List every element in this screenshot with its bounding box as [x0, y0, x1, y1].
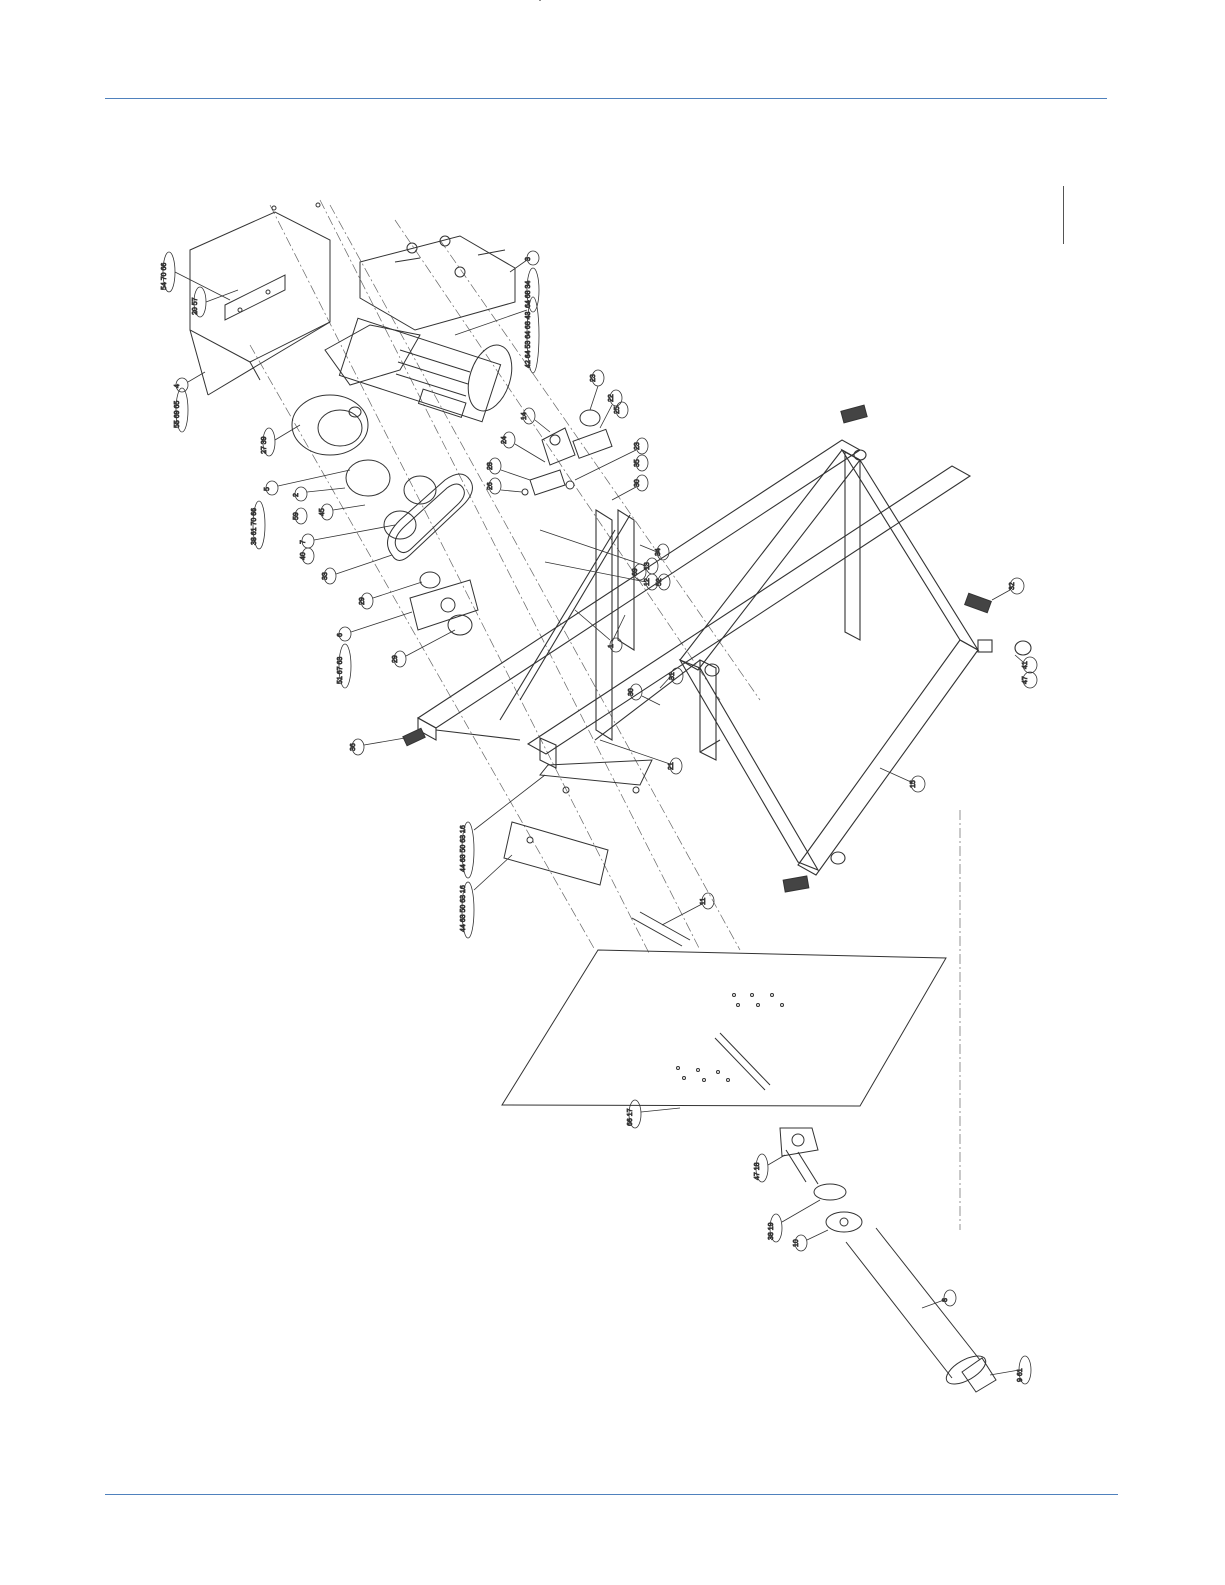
callout-24: 24	[501, 432, 545, 462]
svg-text:28: 28	[487, 462, 494, 470]
svg-text:31: 31	[669, 672, 676, 680]
svg-text:5: 5	[264, 487, 271, 491]
svg-text:44 63 50 63 16: 44 63 50 63 16	[460, 825, 467, 872]
callout-26: 26	[487, 478, 522, 494]
callout-11: 11	[662, 893, 714, 925]
svg-text:59: 59	[293, 512, 300, 520]
drive-belt	[388, 474, 473, 561]
callout-55-69-65: 55 69 65	[174, 388, 188, 432]
svg-text:1: 1	[608, 644, 615, 648]
svg-text:55 69 65: 55 69 65	[174, 401, 181, 428]
callout-15: 15	[880, 768, 925, 792]
svg-text:24: 24	[501, 436, 508, 444]
callout-36: 36	[350, 738, 405, 755]
svg-text:6: 6	[337, 633, 344, 637]
callout-40: 40	[300, 548, 314, 564]
svg-text:64 68 34: 64 68 34	[525, 281, 532, 308]
svg-text:44 63 50 63 16: 44 63 50 63 16	[460, 885, 467, 932]
svg-text:35: 35	[634, 459, 641, 467]
callout-47: 47	[1022, 672, 1037, 688]
callout-23a: 23	[590, 370, 604, 410]
svg-text:54 70 66: 54 70 66	[161, 263, 168, 290]
svg-text:23: 23	[634, 442, 641, 450]
svg-text:29: 29	[359, 597, 366, 605]
svg-text:52: 52	[656, 578, 663, 586]
callout-35: 35	[634, 455, 648, 471]
callout-38-19: 38 19	[768, 1200, 820, 1242]
svg-text:33: 33	[322, 572, 329, 580]
svg-text:36: 36	[350, 743, 357, 751]
svg-text:47: 47	[1022, 676, 1029, 684]
end-caps	[403, 405, 992, 892]
callout-41: 41	[1015, 655, 1037, 673]
side-brackets	[504, 760, 652, 885]
svg-text:45: 45	[319, 508, 326, 516]
callout-6: 6	[337, 612, 412, 641]
svg-text:51 67 63: 51 67 63	[337, 657, 344, 684]
callout-7: 7	[300, 525, 395, 548]
callout-25: 25	[614, 402, 628, 418]
callout-16a: 44 63 50 63 16	[460, 775, 545, 878]
callout-59: 59	[293, 508, 307, 524]
svg-text:41: 41	[1022, 661, 1029, 669]
svg-text:2: 2	[293, 493, 300, 497]
callout-51-67-63: 51 67 63	[337, 644, 351, 688]
callout-14: 14	[521, 408, 550, 432]
svg-text:15: 15	[910, 780, 917, 788]
svg-text:27 39: 27 39	[261, 436, 268, 454]
callout-32: 32	[992, 578, 1024, 600]
svg-text:22: 22	[608, 394, 615, 402]
callout-47-18: 47 18	[754, 1154, 785, 1182]
svg-text:66 17: 66 17	[627, 1108, 634, 1126]
bearing-block	[410, 580, 478, 630]
svg-text:38 19: 38 19	[768, 1222, 775, 1240]
main-frame	[418, 0, 1031, 875]
callout-29a: 29	[359, 582, 422, 609]
roller-tube	[846, 1228, 996, 1392]
table-plate	[502, 950, 946, 1106]
svg-text:10: 10	[793, 1239, 800, 1247]
callout-12: 12	[545, 562, 658, 590]
svg-text:30: 30	[628, 688, 635, 696]
svg-text:20 57: 20 57	[192, 297, 199, 315]
svg-text:69: 69	[632, 568, 639, 576]
svg-text:4: 4	[174, 384, 181, 388]
svg-text:47 18: 47 18	[754, 1162, 761, 1180]
callout-16b: 44 63 50 63 16	[460, 855, 512, 938]
gear-motor	[325, 318, 520, 421]
svg-text:25: 25	[614, 406, 621, 414]
callout-30: 30	[612, 475, 648, 500]
svg-text:42 64 53 64 68 43: 42 64 53 64 68 43	[525, 311, 532, 368]
callout-33: 33	[322, 555, 392, 584]
callout-34: 34	[640, 544, 669, 560]
bottom-footer-rule	[105, 1494, 1118, 1495]
callout-66-17: 66 17	[627, 1100, 680, 1128]
callout-27-39: 27 39	[261, 425, 300, 456]
callout-21: 21	[600, 740, 682, 774]
svg-text:32: 32	[1009, 582, 1016, 590]
svg-text:29: 29	[392, 655, 399, 663]
guard-cover	[190, 203, 330, 395]
svg-text:26: 26	[487, 482, 494, 490]
callout-52: 52	[656, 574, 670, 590]
svg-text:7: 7	[300, 540, 307, 544]
callout-38-61-70-66: 38 61 70 66	[251, 501, 265, 549]
svg-text:40: 40	[300, 552, 307, 560]
callout-4: 4	[174, 372, 205, 392]
svg-text:11: 11	[700, 898, 707, 905]
callout-2: 2	[293, 487, 345, 501]
svg-text:38 61 70 66: 38 61 70 66	[251, 508, 258, 545]
svg-text:14: 14	[521, 412, 528, 420]
svg-text:30: 30	[634, 479, 641, 487]
svg-text:34: 34	[655, 548, 662, 556]
svg-text:23: 23	[590, 374, 597, 382]
shaft	[632, 912, 690, 946]
callout-29b: 29	[392, 630, 455, 667]
callout-31: 31	[660, 668, 683, 688]
callout-28: 28	[487, 458, 530, 480]
callout-10: 10	[793, 1230, 828, 1251]
callout-5: 5	[264, 470, 350, 495]
